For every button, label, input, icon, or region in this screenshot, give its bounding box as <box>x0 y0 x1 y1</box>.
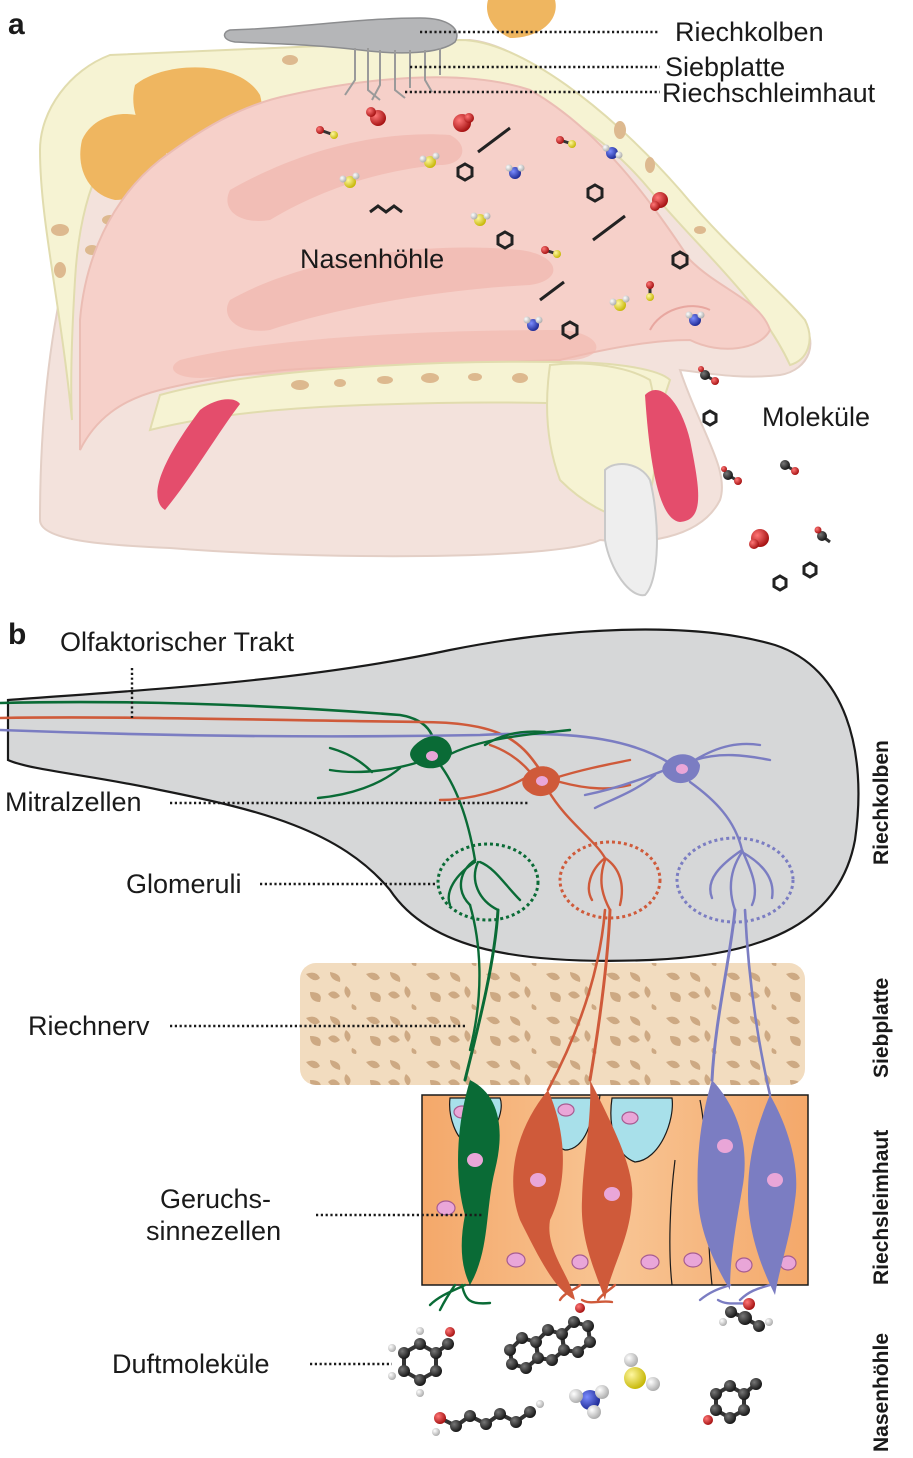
label-olfactory-tract: Olfaktorischer Trakt <box>60 627 295 657</box>
panel-b: b <box>0 618 893 1452</box>
label-olfactory-nerve: Riechnerv <box>28 1011 150 1041</box>
cell-nucleus <box>536 776 548 786</box>
odor-molecules-b <box>388 1298 773 1436</box>
cribriform-plate-texture <box>300 963 805 1085</box>
olfactory-bulb-b <box>6 628 860 962</box>
molecule-icon <box>369 204 403 214</box>
receptor-cell-green <box>458 1080 500 1285</box>
molecule-icon <box>646 281 654 301</box>
soft-palate-cartilage <box>157 399 240 510</box>
molecule-icon <box>523 316 543 331</box>
receptor-cell-blue <box>697 1080 745 1290</box>
side-label-cavity: Nasenhöhle <box>870 1333 893 1452</box>
molecule-icon <box>685 311 705 326</box>
label-glomeruli: Glomeruli <box>126 869 242 899</box>
molecule-icon <box>703 1378 762 1425</box>
molecule-icon <box>556 136 576 148</box>
molecule-icon <box>586 183 604 203</box>
molecule-icon <box>592 214 626 242</box>
molecule-icon <box>453 113 474 132</box>
cell-nucleus <box>530 1173 546 1187</box>
molecule-icon <box>814 526 831 544</box>
label-molecules-a: Moleküle <box>762 402 870 432</box>
molecule-icon <box>504 1303 596 1374</box>
molecule-icon <box>541 246 561 258</box>
turbinate-middle <box>226 247 554 331</box>
molecule-icon <box>388 1327 455 1397</box>
molecule-icon <box>432 1400 544 1436</box>
tract-fiber-blue <box>0 728 681 772</box>
side-label-bulb: Riechkolben <box>870 740 893 865</box>
turbinate-inferior <box>172 330 597 378</box>
molecule-icon <box>780 460 799 475</box>
molecule-icon <box>470 212 491 226</box>
label-olfactory-mucosa-a: Riechschleimhaut <box>662 78 876 108</box>
nostril-outline <box>649 305 711 331</box>
label-receptor-cells-line1: Geruchs- <box>160 1184 271 1214</box>
olfactory-bulb-a <box>223 17 458 54</box>
neuron-blue <box>583 742 774 1306</box>
molecule-icon <box>456 162 474 182</box>
molecule-icon <box>721 466 742 485</box>
tract-fiber-green <box>0 700 436 759</box>
cell-nucleus <box>604 1187 620 1201</box>
molecule-icon <box>609 295 630 311</box>
cell-nucleus <box>676 764 688 774</box>
lip-cartilage <box>645 390 699 522</box>
molecule-icon <box>366 107 386 126</box>
cell-nucleus <box>467 1153 483 1167</box>
cell-nucleus <box>717 1139 733 1153</box>
molecule-icon <box>802 561 818 579</box>
basal-cell-nuclei <box>436 1200 797 1273</box>
panel-b-letter: b <box>8 618 26 651</box>
molecule-icon <box>749 529 769 549</box>
molecule-icon <box>569 1385 609 1419</box>
cell-nucleus <box>767 1173 783 1187</box>
molecule-icon <box>539 280 565 302</box>
molecule-icon <box>505 164 525 179</box>
molecule-icon <box>772 574 788 592</box>
molecule-icon <box>602 144 623 159</box>
label-cribriform-plate-a: Siebplatte <box>665 52 785 82</box>
molecule-icon <box>316 126 338 139</box>
glomerulus-green <box>436 842 540 922</box>
incisor-tooth <box>604 463 658 597</box>
side-label-plate: Siebplatte <box>870 978 893 1078</box>
cell-nucleus <box>557 1103 575 1117</box>
panel-a-letter: a <box>8 8 25 41</box>
cell-nucleus <box>621 1111 639 1125</box>
label-mitral-cells: Mitralzellen <box>5 787 142 817</box>
molecule-icon <box>671 250 689 270</box>
side-label-mucosa: Riechsleimhaut <box>870 1130 893 1285</box>
label-odor-molecules: Duftmoleküle <box>112 1349 270 1379</box>
panel-a: a <box>8 0 876 597</box>
label-receptor-cells-line2: sinnezellen <box>146 1216 281 1246</box>
label-nasal-cavity-a: Nasenhöhle <box>300 244 444 274</box>
receptor-cell-red <box>513 1090 575 1300</box>
molecule-icon <box>496 230 514 250</box>
olfactory-fibers-a <box>344 48 441 101</box>
molecule-icon <box>419 152 440 168</box>
molecule-icon <box>339 172 360 188</box>
molecules-a <box>316 107 831 592</box>
molecule-icon <box>719 1298 773 1332</box>
receptor-cell-blue-2 <box>748 1095 797 1295</box>
label-olfactory-bulb-a: Riechkolben <box>675 17 824 47</box>
molecule-icon <box>477 126 511 154</box>
molecule-icon <box>702 409 718 427</box>
cell-nucleus <box>426 751 438 761</box>
glomerulus-red <box>558 840 662 920</box>
skull-top-sinus <box>486 0 556 38</box>
molecule-icon <box>624 1353 660 1391</box>
molecule-icon <box>698 366 719 385</box>
molecule-icon <box>650 192 668 211</box>
molecule-icon <box>561 320 579 340</box>
